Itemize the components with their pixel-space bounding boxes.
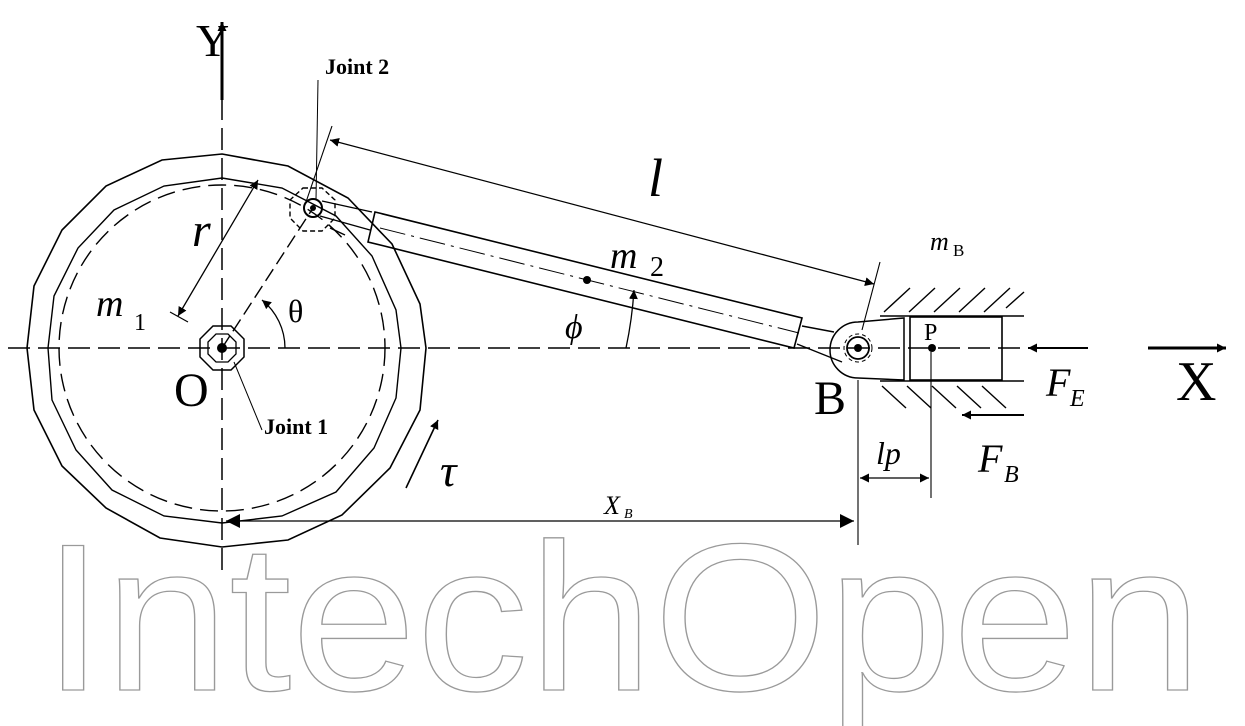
theta-arc	[261, 299, 286, 349]
l-ext-left	[305, 125, 333, 203]
watermark-text: IntechOpen	[42, 500, 1202, 726]
rod-end-bottom	[319, 215, 371, 231]
rod-end-right-bottom	[796, 343, 843, 363]
rod-end-top	[321, 200, 373, 213]
forceB-subscript: B	[1004, 462, 1019, 488]
pinB-octagon	[843, 333, 873, 363]
l-ext-right	[861, 261, 881, 331]
pinB	[846, 336, 870, 360]
tau-label: τ	[440, 445, 458, 496]
y-axis-label: Y	[196, 15, 229, 66]
joint2-leader	[315, 79, 319, 201]
theta-label: θ	[288, 293, 303, 329]
origin-label: O	[174, 364, 209, 417]
rod-end-right-top	[801, 325, 835, 333]
phi-label: ϕ	[565, 309, 583, 346]
link-length-label: l	[648, 148, 663, 208]
joint1-octagon-inner	[207, 333, 237, 363]
crank-radius-label: r	[192, 204, 211, 257]
slider-block	[909, 316, 1003, 381]
mass2-subscript: 2	[650, 252, 664, 283]
pointB-label: B	[814, 372, 846, 425]
xb-label: X	[603, 491, 621, 520]
phi-arc	[625, 289, 638, 349]
joint2-pin	[303, 198, 323, 218]
r-dimension-line	[177, 179, 259, 317]
mass1-label: m	[96, 283, 123, 325]
joint2-center	[310, 205, 316, 211]
mass2-label: m	[610, 235, 637, 277]
xb-subscript: B	[624, 507, 633, 522]
joint1-octagon-outer	[199, 325, 245, 371]
forceB-label: F	[977, 436, 1003, 481]
forceE-subscript: E	[1069, 386, 1085, 412]
pointP-marker	[928, 344, 936, 352]
slider-clevis	[829, 317, 905, 381]
crank-arm	[221, 207, 314, 349]
lp-label: lp	[876, 435, 901, 471]
joint1-leader	[233, 361, 263, 431]
pinB-center	[854, 344, 862, 352]
forceE-label: F	[1045, 360, 1071, 405]
x-axis-label: X	[1176, 351, 1216, 413]
guide-top-hatching	[883, 287, 1025, 313]
tau-arrow	[405, 419, 439, 489]
l-dimension-line	[329, 137, 875, 287]
pointP-label: P	[924, 320, 937, 346]
r-tick-low	[169, 311, 189, 323]
guide-bottom-hatching	[881, 385, 1007, 409]
joint1-label: Joint 1	[264, 414, 328, 439]
mass1-subscript: 1	[134, 310, 146, 336]
joint2-octagon	[289, 187, 336, 232]
massB-subscript: B	[953, 241, 964, 260]
m2-point	[583, 276, 591, 284]
massB-label: m	[930, 227, 949, 256]
joint2-label: Joint 2	[325, 54, 389, 79]
crank-gear-outer	[26, 153, 427, 548]
